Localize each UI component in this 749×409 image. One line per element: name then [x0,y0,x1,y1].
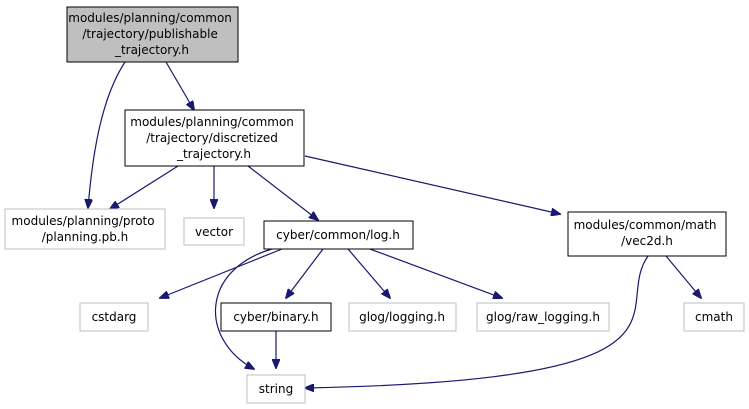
node-vec2d[interactable]: modules/common/math /vec2d.h [567,211,727,257]
svg-text:modules/planning/proto /: modules/planning/proto /planning.pb.h [12,214,159,244]
node-publishable-trajectory[interactable]: modules/planning/common /trajectory/publ… [66,6,239,63]
svg-text:glog/raw_logging.h: glog/raw_logging.h [486,310,600,324]
node-cmath[interactable]: cmath [683,302,745,332]
svg-text:modules/planning/common: modules/planning/common /trajectory/disc… [130,115,297,161]
edge-publishable-to-planning-pb [88,61,126,208]
edge-log-to-glog-raw [369,248,502,298]
svg-text:glog/logging.h: glog/logging.h [359,310,445,324]
svg-text:string: string [259,382,293,396]
edge-vec2d-to-string [305,255,649,388]
edges [88,61,701,388]
svg-text:cyber/common/log.h: cyber/common/log.h [276,228,400,242]
node-string[interactable]: string [246,374,306,404]
node-glog-raw-logging[interactable]: glog/raw_logging.h [476,302,610,332]
svg-text:vector: vector [195,225,233,239]
svg-text:cstdarg: cstdarg [92,310,137,324]
node-binary[interactable]: cyber/binary.h [220,302,332,332]
edge-log-to-binary [286,248,324,298]
node-vector[interactable]: vector [183,217,245,246]
edge-log-to-cstdarg [160,248,283,298]
node-cstdarg[interactable]: cstdarg [79,302,149,332]
svg-text:cmath: cmath [695,310,733,324]
node-log[interactable]: cyber/common/log.h [263,220,414,250]
svg-text:modules/planning/common: modules/planning/common /trajectory/publ… [68,11,235,57]
edge-publishable-to-discretized [165,61,194,110]
edge-log-to-string [214,248,273,369]
node-planning-pb[interactable]: modules/planning/proto /planning.pb.h [4,208,166,250]
edge-discretized-to-planning-pb [110,165,179,209]
edge-discretized-to-vec2d [304,155,560,214]
edge-vec2d-to-cmath [665,255,701,298]
edge-log-to-glog-logging [347,248,390,298]
node-glog-logging[interactable]: glog/logging.h [348,302,457,332]
edge-discretized-to-log [247,165,318,220]
svg-text:modules/common/math /vec: modules/common/math /vec2d.h [574,218,721,248]
svg-text:cyber/binary.h: cyber/binary.h [233,310,318,324]
node-discretized-trajectory[interactable]: modules/planning/common /trajectory/disc… [124,109,305,167]
